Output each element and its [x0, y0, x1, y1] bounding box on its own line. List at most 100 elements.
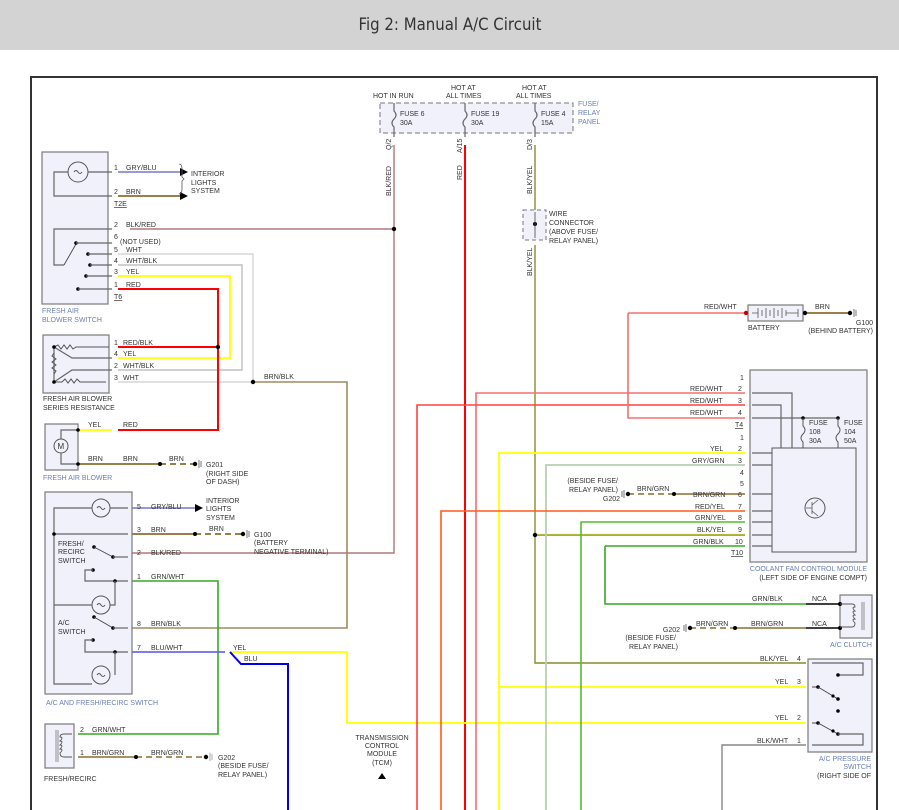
transmission-control-module: TRANSMISSION CONTROL MODULE (TCM) [355, 735, 409, 779]
svg-text:YEL: YEL [88, 422, 101, 429]
fuse6-pin: Q/2 [386, 139, 393, 150]
svg-text:RED: RED [123, 422, 138, 429]
svg-text:BRN: BRN [88, 456, 103, 463]
svg-text:104: 104 [844, 429, 856, 436]
svg-text:ALL TIMES: ALL TIMES [516, 93, 552, 100]
svg-text:BLU: BLU [244, 656, 258, 663]
fuse6-header: HOT IN RUN [373, 93, 414, 100]
svg-text:M: M [58, 442, 65, 451]
arrow-up-icon [378, 773, 386, 779]
svg-text:FRESH/RECIRC: FRESH/RECIRC [44, 776, 97, 783]
svg-text:RED/WHT: RED/WHT [690, 386, 723, 393]
svg-text:OF DASH): OF DASH) [206, 479, 239, 486]
svg-text:BRN: BRN [209, 526, 224, 533]
svg-text:(LEFT SIDE OF ENGINE COMPT): (LEFT SIDE OF ENGINE COMPT) [759, 575, 867, 582]
svg-text:CONNECTOR: CONNECTOR [549, 220, 594, 227]
svg-text:(BESIDE FUSE/: (BESIDE FUSE/ [625, 635, 676, 642]
svg-text:BRN/GRN: BRN/GRN [693, 492, 725, 499]
svg-text:4: 4 [114, 351, 118, 358]
svg-text:BATTERY: BATTERY [748, 325, 780, 332]
svg-text:BRN/GRN: BRN/GRN [751, 621, 783, 628]
wire-yel-split [230, 651, 806, 724]
wire-wht-blk [118, 264, 243, 371]
svg-text:(BATTERY: (BATTERY [254, 540, 288, 547]
svg-text:3: 3 [114, 375, 118, 382]
fuse6-rating: 30A [400, 120, 413, 127]
svg-text:1: 1 [797, 738, 801, 745]
svg-text:GRN/YEL: GRN/YEL [695, 515, 726, 522]
lamp-icon [91, 665, 111, 685]
svg-text:SWITCH: SWITCH [843, 764, 871, 771]
svg-text:BRN/GRN: BRN/GRN [151, 750, 183, 757]
svg-text:YEL: YEL [775, 715, 788, 722]
svg-text:4: 4 [797, 656, 801, 663]
svg-text:2: 2 [738, 386, 742, 393]
svg-text:(NOT USED): (NOT USED) [120, 239, 161, 246]
svg-text:(ABOVE FUSE/: (ABOVE FUSE/ [549, 229, 598, 236]
connector-t2e: T2E [114, 201, 127, 208]
svg-text:5: 5 [137, 504, 141, 511]
svg-text:RED/YEL: RED/YEL [695, 504, 725, 511]
svg-text:(BEHIND BATTERY): (BEHIND BATTERY) [808, 328, 873, 335]
svg-text:2: 2 [114, 189, 118, 196]
svg-text:BRN/BLK: BRN/BLK [264, 374, 294, 381]
svg-text:BLK/WHT: BLK/WHT [757, 738, 789, 745]
svg-text:WHT: WHT [126, 247, 143, 254]
fresh-recirc-motor: 2 GRN/WHT 1 BRN/GRN BRN/GRN G202 (BESIDE… [44, 723, 269, 783]
fuse-panel-label: FUSE/ [578, 101, 599, 108]
fresh-air-blower-switch: 1 GRY/BLU 2 BRN T2E INTERIOR LIGHTS SYST… [41, 151, 224, 324]
svg-text:SYSTEM: SYSTEM [206, 515, 235, 522]
svg-text:(TCM): (TCM) [372, 760, 392, 767]
svg-text:A/C PRESSURE: A/C PRESSURE [819, 756, 871, 763]
fuse4-name: FUSE 4 [541, 111, 566, 118]
svg-text:RED/BLK: RED/BLK [123, 340, 153, 347]
svg-text:A/C AND FRESH/RECIRC SWITCH: A/C AND FRESH/RECIRC SWITCH [46, 700, 158, 707]
svg-text:2: 2 [114, 222, 118, 229]
svg-text:HOT AT: HOT AT [451, 85, 476, 92]
svg-text:RED: RED [126, 282, 141, 289]
svg-text:BRN/GRN: BRN/GRN [696, 621, 728, 628]
wire-blk-wht [721, 744, 806, 810]
svg-text:BLOWER SWITCH: BLOWER SWITCH [42, 317, 102, 324]
svg-text:YEL: YEL [123, 351, 136, 358]
series-resistance: 1 RED/BLK 4 YEL 2 WHT/BLK 3 WHT BRN/BLK … [42, 334, 294, 412]
fuse19-symbol [462, 103, 468, 137]
svg-text:WHT: WHT [123, 375, 140, 382]
fresh-air-blower-motor: M YEL RED BRN BRN BRN G201 (RIGHT SIDE O… [43, 422, 249, 486]
svg-text:NCA: NCA [812, 596, 827, 603]
wire-blk-red [130, 145, 395, 554]
svg-text:50A: 50A [844, 438, 857, 445]
svg-text:9: 9 [738, 527, 742, 534]
wire-red-wht-3 [416, 404, 745, 810]
fuse4-pin: D/3 [527, 139, 534, 150]
ac-clutch: NCA GRN/BLK NCA BRN/GRN BRN/GRN G202 (BE… [625, 594, 873, 651]
battery-icon [752, 308, 799, 318]
svg-text:YEL: YEL [126, 269, 139, 276]
fuse6-symbol [391, 103, 397, 137]
svg-text:1: 1 [740, 375, 744, 382]
svg-text:8: 8 [738, 515, 742, 522]
svg-text:2: 2 [80, 727, 84, 734]
svg-text:3: 3 [114, 269, 118, 276]
svg-text:BRN: BRN [126, 189, 141, 196]
svg-text:GRY/BLU: GRY/BLU [126, 165, 157, 172]
fuse19-name: FUSE 19 [471, 111, 500, 118]
svg-text:6: 6 [114, 234, 118, 241]
svg-text:RECIRC: RECIRC [58, 549, 85, 556]
svg-text:2: 2 [137, 550, 141, 557]
svg-text:LIGHTS: LIGHTS [191, 180, 217, 187]
svg-text:BLK/YEL: BLK/YEL [527, 247, 534, 276]
svg-text:(BESIDE FUSE/: (BESIDE FUSE/ [567, 478, 618, 485]
wire-yel-1 [118, 275, 231, 359]
svg-text:4: 4 [114, 258, 118, 265]
svg-text:FUSE: FUSE [844, 420, 863, 427]
svg-text:3: 3 [137, 527, 141, 534]
svg-text:BRN/GRN: BRN/GRN [92, 750, 124, 757]
transistor-icon [804, 497, 826, 519]
svg-text:SWITCH: SWITCH [58, 558, 86, 565]
fuse4-rating: 15A [541, 120, 554, 127]
ground-icon [853, 309, 857, 317]
svg-text:4: 4 [740, 470, 744, 477]
diagram-frame [30, 76, 878, 810]
